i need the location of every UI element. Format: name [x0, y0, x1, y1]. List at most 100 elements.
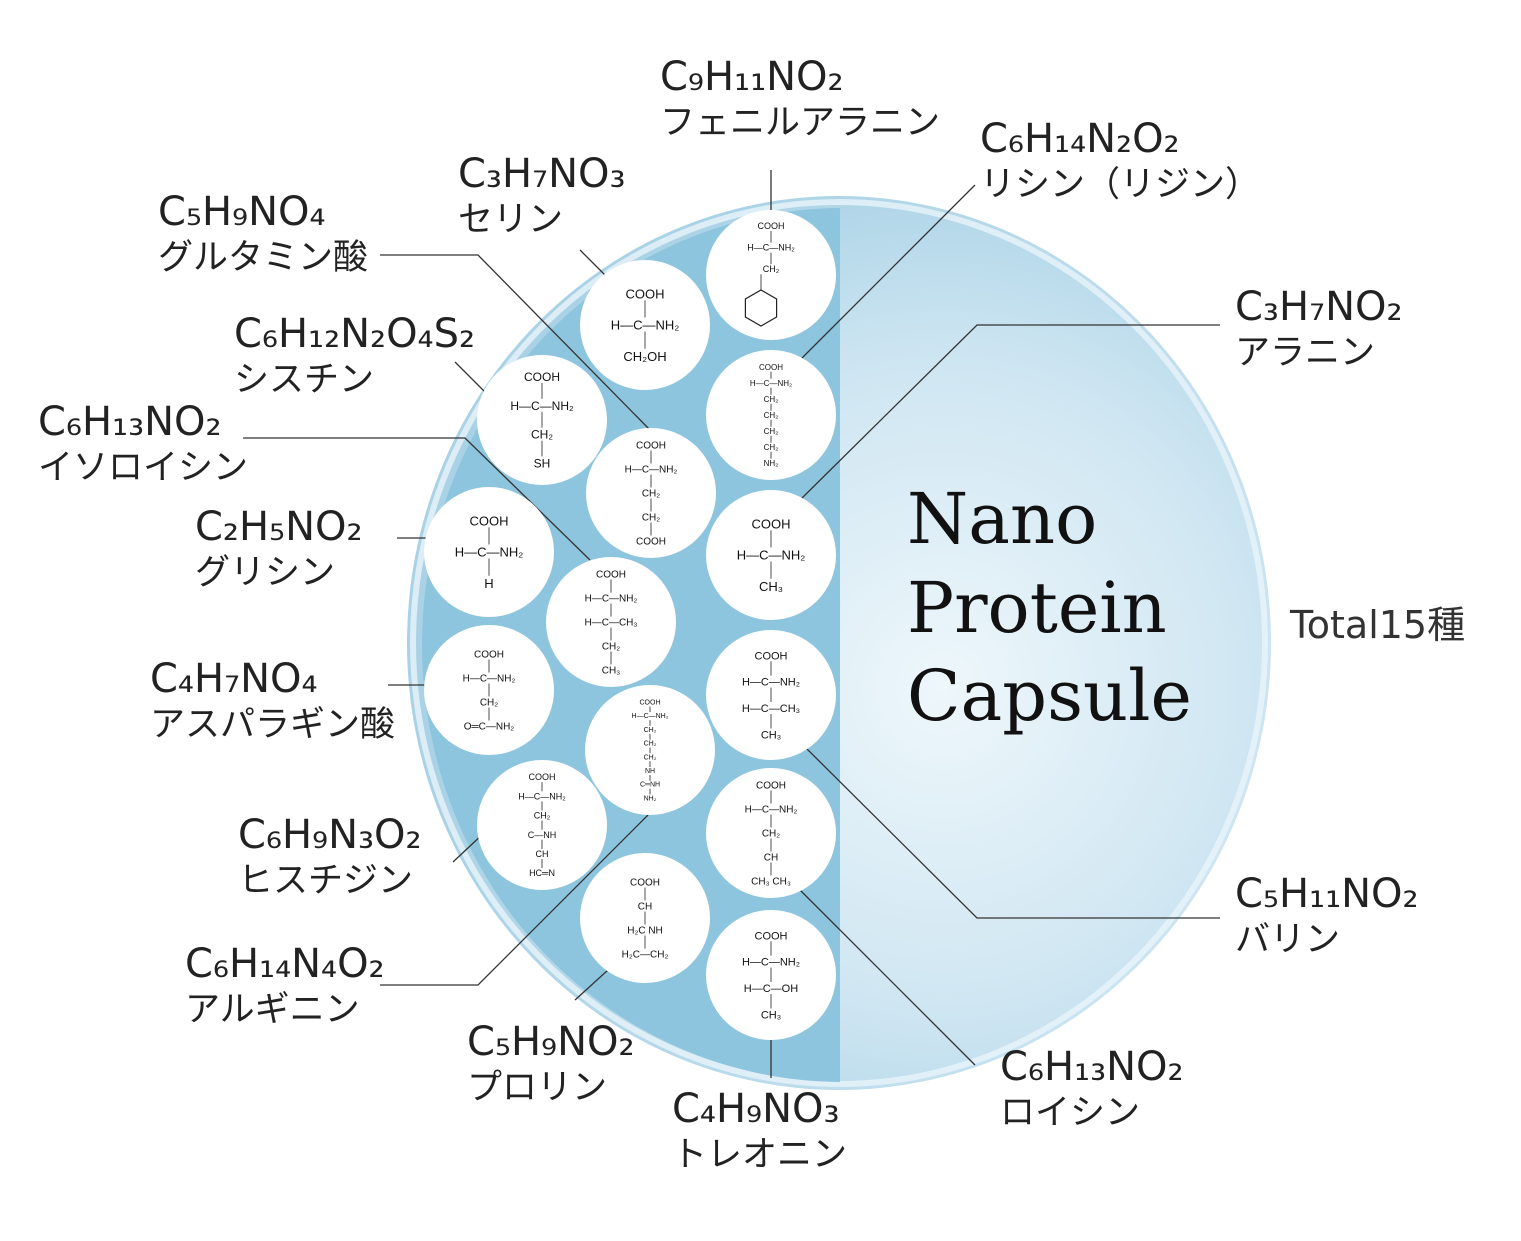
chemical-formula: C₆H₁₃NO₂	[38, 399, 222, 445]
structure-line: H—C—NH₂	[745, 805, 798, 816]
molecule-circle	[424, 487, 554, 617]
chemical-formula: C₆H₁₂N₂O₄S₂	[234, 311, 475, 357]
molecule-circle	[580, 260, 710, 390]
structure-line: COOH	[752, 516, 791, 531]
amino-acid-name: リシン（リジン）	[980, 165, 1260, 205]
structure-line: COOH	[636, 537, 666, 548]
amino-acid-name: フェニルアラニン	[660, 103, 940, 143]
structure-line: H—C—NH₂	[510, 399, 574, 413]
chemical-formula: C₅H₉NO₄	[158, 189, 326, 235]
structure-line: COOH	[630, 878, 660, 889]
amino-acid-name: バリン	[1235, 920, 1340, 960]
structure-line: COOH	[524, 370, 560, 384]
structure-line: NH	[645, 768, 655, 775]
leader-line	[802, 744, 1220, 919]
amino-acid-name: ヒスチジン	[238, 861, 413, 901]
structure-line: CH₂OH	[623, 349, 666, 364]
amino-acid-name: トレオニン	[672, 1135, 847, 1175]
structure-line: CH₂	[480, 698, 498, 709]
structure-line: CH₃	[602, 666, 621, 677]
structure-line: CH₂	[642, 513, 660, 524]
structure-line: CH₂	[534, 811, 551, 821]
amino-acid-name: アルギニン	[185, 990, 360, 1030]
structure-line: O═C—NH₂	[464, 722, 515, 733]
capsule-rim	[410, 199, 1268, 1087]
structure-line: COOH	[470, 513, 509, 528]
chemical-formula: C₆H₁₃NO₂	[1000, 1044, 1184, 1090]
title-line-2: Protein	[907, 567, 1167, 649]
structure-line: CH₂	[762, 829, 780, 840]
molecule-circle	[706, 210, 836, 340]
structure-line: CH₂	[531, 428, 553, 442]
amino-acid-name: シスチン	[234, 360, 374, 400]
structure-line: CH₂	[764, 395, 779, 404]
structure-line: H—C—NH₂	[455, 545, 524, 560]
chemical-formula: C₃H₇NO₃	[458, 151, 626, 197]
structure-line: COOH	[529, 772, 556, 782]
structure-line: COOH	[640, 699, 661, 706]
benzene-ring-icon	[744, 289, 778, 327]
structure-line: CH₂	[763, 264, 780, 274]
structure-line: H—C—CH₃	[585, 618, 638, 629]
structure-line: CH₂	[644, 754, 657, 761]
leader-line	[380, 254, 651, 431]
amino-acid-name: セリン	[458, 200, 563, 240]
structure-line: COOH	[756, 781, 786, 792]
structure-line: CH₂	[764, 443, 779, 452]
structure-line: H—C—NH₂	[518, 791, 566, 801]
molecule-circle	[706, 490, 836, 620]
structure-line: CH₂	[644, 727, 657, 734]
structure-line: H—C—NH₂	[625, 465, 678, 476]
structure-line: COOH	[758, 221, 785, 231]
structure-line: CH₃	[761, 729, 781, 741]
molecule-circle	[706, 768, 836, 898]
amino-acid-circle: COOH H—C—NH₂ CH₂	[706, 210, 836, 340]
structure-line: SH	[534, 456, 551, 470]
structure-line: H—C—NH₂	[747, 243, 795, 253]
structure-line: CH₃	[759, 579, 783, 594]
chemical-formula: C₂H₅NO₂	[195, 504, 363, 550]
structure-line: H—C—NH₂	[737, 548, 806, 563]
amino-acid-circles: COOHH—C—NH₂CH₂COOHH—C—NH₂CH₂OHCOOHH—C—NH…	[424, 210, 836, 1040]
leader-line	[799, 324, 1220, 501]
leader-line	[243, 437, 591, 561]
structure-line: COOH	[626, 286, 665, 301]
amino-acid-name: プロリン	[467, 1068, 607, 1108]
structure-line: HC═N	[529, 868, 555, 878]
leader-line	[799, 184, 976, 361]
structure-line: H—C—NH₂	[750, 379, 792, 388]
structure-line: CH₂	[602, 642, 620, 653]
structure-line: COOH	[474, 650, 504, 661]
amino-acid-name: イソロイシン	[38, 448, 248, 488]
structure-line: COOH	[759, 363, 783, 372]
structure-line: H—C—NH₂	[632, 713, 669, 720]
structure-line: CH₂	[642, 489, 660, 500]
chemical-formula: C₄H₇NO₄	[150, 656, 318, 702]
leader-line	[454, 361, 486, 393]
amino-acid-circle: COOH H—C—NH₂ CH₂ O═C—NH₂	[424, 625, 554, 755]
structure-line: H—C—NH₂	[463, 674, 516, 685]
molecule-circle	[586, 428, 716, 558]
structure-line: COOH	[755, 930, 788, 942]
chemical-formula: C₆H₁₄N₄O₂	[185, 941, 385, 987]
chemical-formula: C₃H₇NO₂	[1235, 284, 1403, 330]
structure-line: COOH	[755, 650, 788, 662]
total-count-label: Total15種	[1289, 603, 1465, 647]
molecule-circle	[546, 557, 676, 687]
structure-line: CH₂	[644, 741, 657, 748]
structure-line: H—C—OH	[744, 983, 798, 995]
amino-acid-name: グルタミン酸	[158, 238, 368, 278]
